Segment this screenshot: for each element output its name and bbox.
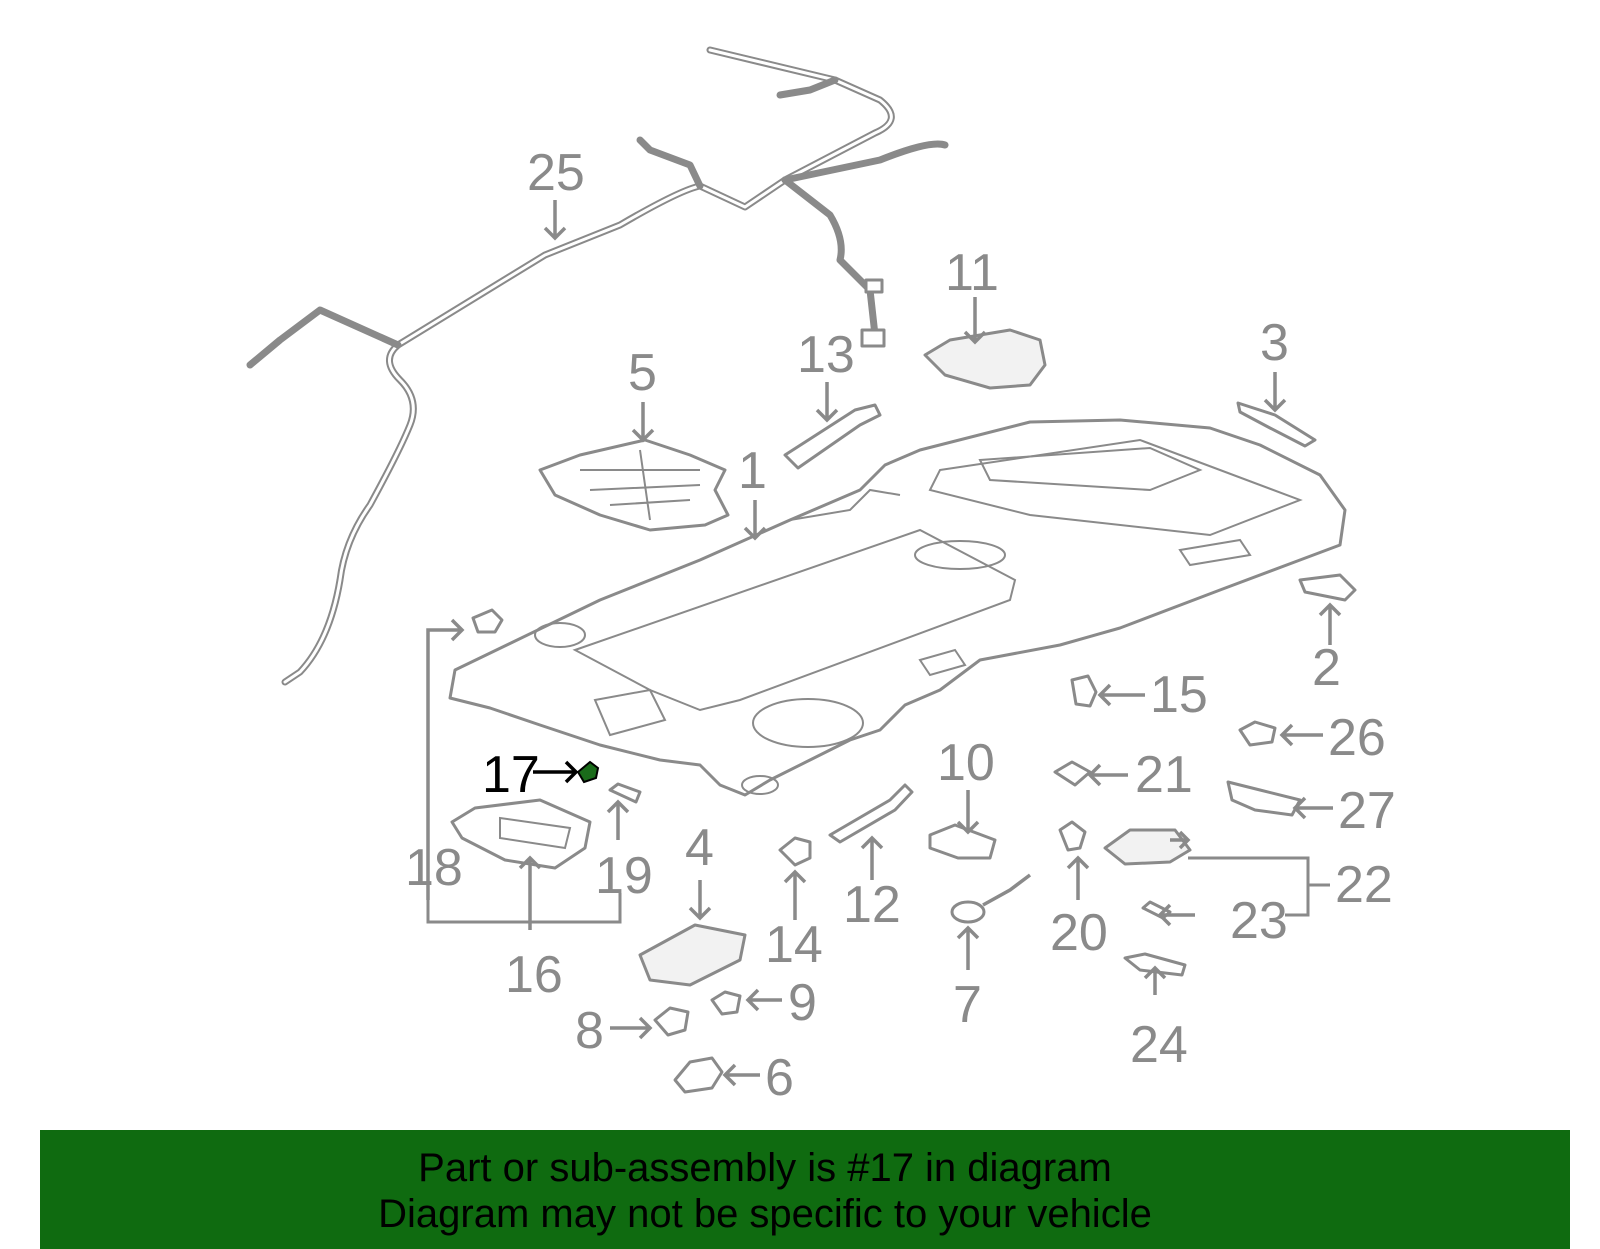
- parts-diagram: 1 2 3 4 5 6 7 8 9 10 11 12 13 14 15 16 1…: [246, 46, 1396, 1107]
- part-7-socket: [950, 873, 1032, 924]
- callout-16: 16: [505, 946, 563, 1004]
- part-20-bracket: [1058, 820, 1087, 852]
- bracket-16: [426, 893, 622, 924]
- part-4-console: [638, 923, 747, 987]
- part-12-handle: [828, 783, 914, 844]
- callout-24: 24: [1130, 1016, 1188, 1074]
- part-9-clip: [710, 990, 742, 1016]
- part-24-lens: [1123, 952, 1187, 977]
- part-17-clip: [576, 760, 600, 784]
- callout-labels: 1 2 3 4 5 6 7 8 9 10 11 12 13 14 15 16 1…: [405, 144, 1396, 1107]
- banner-line-2: Diagram may not be specific to your vehi…: [378, 1192, 1152, 1236]
- callout-15: 15: [1150, 666, 1208, 724]
- callout-6: 6: [765, 1049, 794, 1107]
- callout-26: 26: [1328, 709, 1386, 767]
- callout-27: 27: [1338, 782, 1396, 840]
- part-22-lamp: [1103, 828, 1192, 866]
- callout-8: 8: [575, 1002, 604, 1060]
- part-11-console: [923, 328, 1047, 390]
- callout-1: 1: [738, 442, 767, 500]
- callout-22: 22: [1335, 856, 1393, 914]
- part-2-bracket: [1298, 573, 1357, 602]
- part-27-cover: [1226, 780, 1302, 817]
- callout-11: 11: [945, 244, 999, 302]
- callout-10: 10: [937, 734, 995, 792]
- bracket-22: [1188, 856, 1330, 917]
- part-21-pad: [1053, 760, 1092, 787]
- callout-21: 21: [1135, 746, 1193, 804]
- callout-18: 18: [405, 839, 463, 897]
- callout-3: 3: [1260, 314, 1289, 372]
- callout-25: 25: [527, 144, 585, 202]
- part-3-trim: [1236, 401, 1317, 448]
- banner-line-1: Part or sub-assembly is #17 in diagram: [418, 1146, 1112, 1190]
- part-18-bracket: [471, 608, 504, 634]
- callout-13: 13: [797, 326, 855, 384]
- callout-4: 4: [685, 819, 714, 877]
- part-13-handle: [783, 403, 882, 470]
- part-6-lamp: [673, 1056, 724, 1094]
- callout-17: 17: [482, 746, 540, 804]
- part-10-lamp: [928, 823, 997, 860]
- callout-12: 12: [843, 876, 901, 934]
- part-14-cover: [778, 836, 812, 867]
- info-banner: Part or sub-assembly is #17 in diagram D…: [40, 1130, 1570, 1249]
- callout-7: 7: [953, 976, 982, 1034]
- callout-9: 9: [788, 974, 817, 1032]
- leader-arrows: [426, 200, 1342, 1087]
- part-26-bracket: [1238, 720, 1277, 747]
- part-5-reinforcement: [538, 438, 730, 532]
- callout-2: 2: [1312, 639, 1341, 697]
- part-19-rod: [608, 782, 642, 804]
- callout-23: 23: [1230, 892, 1288, 950]
- part-25-wiring-harness: [246, 46, 949, 686]
- part-8-clip: [653, 1006, 690, 1037]
- callout-14: 14: [765, 916, 823, 974]
- callout-19: 19: [595, 847, 653, 905]
- callout-20: 20: [1050, 904, 1108, 962]
- callout-5: 5: [628, 344, 657, 402]
- part-15-clip: [1070, 674, 1098, 708]
- part-16-sunvisor: [450, 798, 592, 870]
- part-1-headliner: [448, 418, 1347, 797]
